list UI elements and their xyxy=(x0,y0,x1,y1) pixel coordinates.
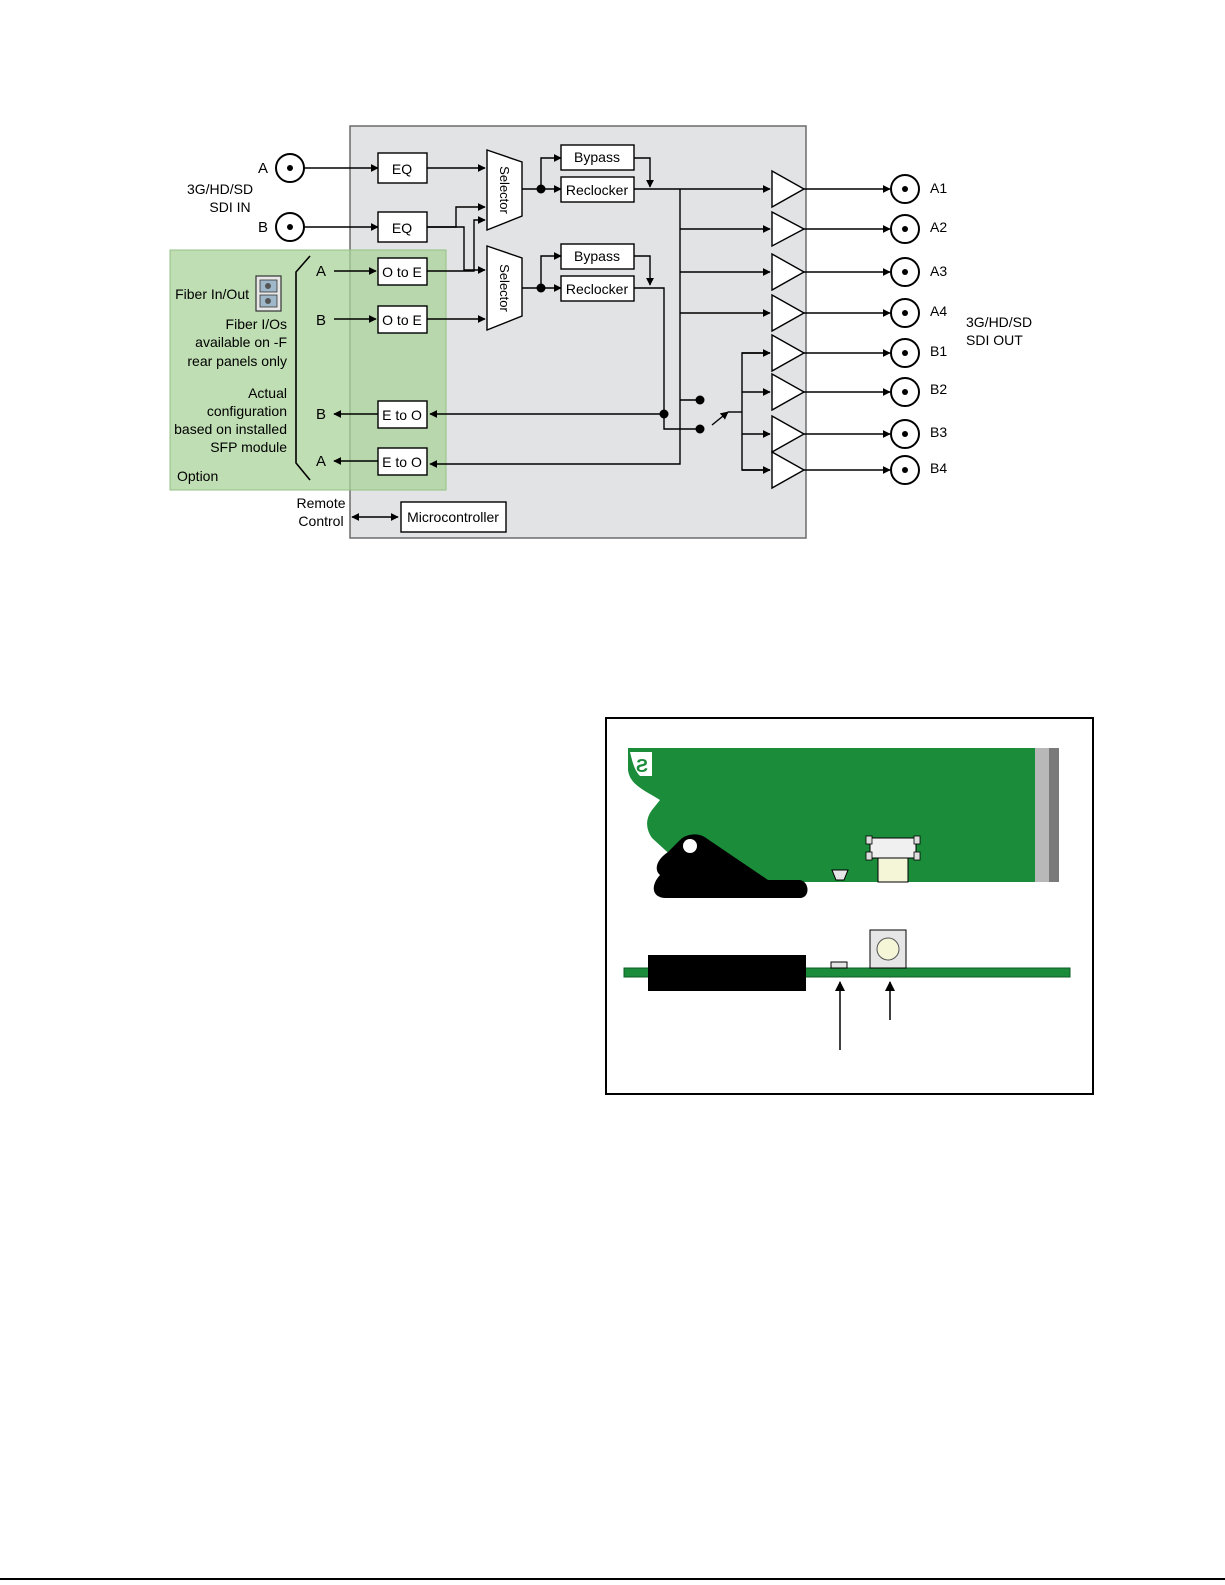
board-top-view xyxy=(628,748,1035,882)
led-side-view xyxy=(830,961,848,969)
input-b-label: B xyxy=(258,219,268,236)
output-group-label-line2: SDI OUT xyxy=(966,332,1023,348)
fiber-note-line1: Fiber I/Os xyxy=(226,316,287,332)
fiber-out-b-label: B xyxy=(316,406,326,423)
microcontroller-block xyxy=(400,501,507,533)
reclocker-block-2-label: Reclocker xyxy=(566,281,629,297)
output-label-a2: A2 xyxy=(930,219,947,235)
amp-a1-icon xyxy=(771,169,806,209)
led-component-top xyxy=(831,869,849,881)
bypass-block-2-label: Bypass xyxy=(574,248,620,264)
circuit-board-illustration: Ƨ xyxy=(605,717,1094,1095)
bnc-output-a3-icon xyxy=(890,257,920,287)
output-label-b2: B2 xyxy=(930,381,947,397)
bnc-output-b3-icon xyxy=(890,419,920,449)
fiber-config-line2: configuration xyxy=(207,403,287,419)
fiber-note-line2: available on -F xyxy=(195,334,287,350)
amp-b1-icon xyxy=(771,333,806,373)
amp-a2-icon xyxy=(771,210,806,248)
fiber-config-line1: Actual xyxy=(248,385,287,401)
selector-2 xyxy=(486,245,523,332)
selector-2-label: Selector xyxy=(497,264,512,312)
bnc-output-a4-icon xyxy=(890,298,920,328)
fiber-note-line3: rear panels only xyxy=(187,353,287,369)
microcontroller-label: Microcontroller xyxy=(407,509,499,525)
e-to-o-block-b xyxy=(377,400,428,429)
output-label-a4: A4 xyxy=(930,303,947,319)
bnc-output-b2-icon xyxy=(890,377,920,407)
o-to-e-block-a xyxy=(377,257,428,286)
connector-top-view xyxy=(865,835,921,883)
fiber-in-b-label: B xyxy=(316,312,326,329)
bnc-output-a1-icon xyxy=(890,174,920,204)
bnc-output-b4-icon xyxy=(890,455,920,485)
page-footer-rule xyxy=(0,1578,1225,1580)
o-to-e-block-b-label: O to E xyxy=(382,312,422,328)
bnc-output-a2-icon xyxy=(890,214,920,244)
fiber-in-a-label: A xyxy=(316,263,326,280)
input-a-label: A xyxy=(258,160,268,177)
bnc-output-b1-icon xyxy=(890,338,920,368)
remote-control-line2: Control xyxy=(298,513,343,529)
reclocker-block-2 xyxy=(560,275,635,302)
amp-a4-icon xyxy=(771,293,806,333)
fiber-connector-icon xyxy=(255,275,282,312)
bypass-block-1-label: Bypass xyxy=(574,149,620,165)
eq-block-a xyxy=(377,152,428,184)
output-label-a3: A3 xyxy=(930,263,947,279)
input-group-label-line1: 3G/HD/SD xyxy=(187,181,253,197)
output-label-a1: A1 xyxy=(930,180,947,196)
fiber-out-a-label: A xyxy=(316,453,326,470)
amp-b3-icon xyxy=(771,414,806,454)
eq-block-b-label: EQ xyxy=(392,220,412,236)
output-label-b4: B4 xyxy=(930,460,947,476)
fiber-config-line3: based on installed xyxy=(174,421,287,437)
o-to-e-block-a-label: O to E xyxy=(382,264,422,280)
connector-side-view xyxy=(869,929,907,969)
amp-a3-icon xyxy=(771,252,806,292)
ejector-side-view xyxy=(648,955,806,991)
fiber-config-line4: SFP module xyxy=(210,439,287,455)
selector-1 xyxy=(486,149,523,232)
e-to-o-block-a-label: E to O xyxy=(382,454,422,470)
board-logo-icon: Ƨ xyxy=(636,756,648,776)
amp-b2-icon xyxy=(771,372,806,412)
e-to-o-block-a xyxy=(377,447,428,476)
selector-1-label: Selector xyxy=(497,166,512,214)
output-label-b1: B1 xyxy=(930,343,947,359)
o-to-e-block-b xyxy=(377,305,428,334)
e-to-o-block-b-label: E to O xyxy=(382,407,422,423)
amp-b4-icon xyxy=(771,450,806,490)
output-label-b3: B3 xyxy=(930,424,947,440)
block-diagram: 3G/HD/SD SDI IN A B EQ EQ Selector Selec… xyxy=(169,125,1032,539)
option-label: Option xyxy=(177,468,218,484)
input-group-label-line2: SDI IN xyxy=(209,199,250,215)
remote-control-line1: Remote xyxy=(296,495,345,511)
output-group-label-line1: 3G/HD/SD xyxy=(966,314,1032,330)
eq-block-a-label: EQ xyxy=(392,161,412,177)
fiber-in-out-label: Fiber In/Out xyxy=(175,286,249,302)
reclocker-block-1-label: Reclocker xyxy=(566,182,629,198)
